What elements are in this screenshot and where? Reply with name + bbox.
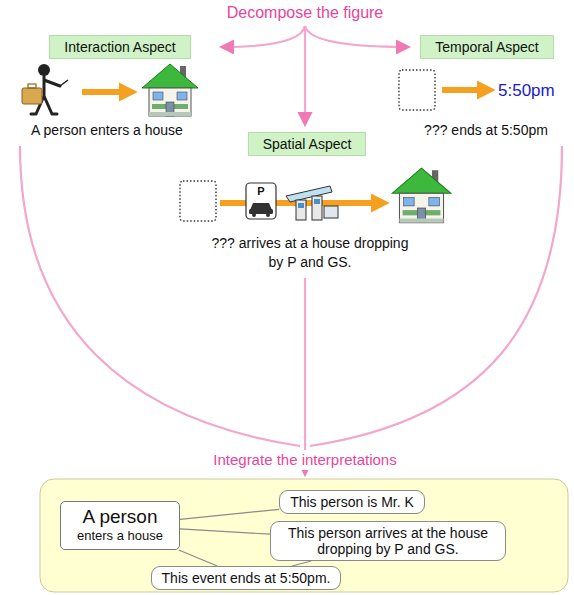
flow-arrow — [305, 26, 408, 47]
node-text: enters a house — [77, 528, 163, 543]
flow-arrow — [20, 146, 300, 446]
node-text: This event ends at 5:50pm. — [162, 570, 331, 586]
flow-arrow — [310, 146, 562, 446]
node-text: Temporal Aspect — [435, 39, 539, 55]
time-value: 5:50pm — [498, 80, 555, 103]
unknown-placeholder — [180, 181, 216, 221]
orange-arrow — [82, 89, 132, 95]
person-icon — [22, 64, 68, 114]
section-heading: Integrate the interpretations — [209, 450, 400, 470]
caption: A person enters a house — [31, 121, 183, 140]
callout-pointer — [180, 529, 270, 534]
flow-arrow — [304, 26, 306, 124]
node-text: This person arrives at the house droppin… — [281, 525, 495, 557]
caption: ??? arrives at a house dropping by P and… — [210, 234, 410, 272]
house-icon — [392, 168, 451, 223]
parking-letter: P — [257, 184, 264, 199]
aspect-label: Temporal Aspect — [420, 35, 554, 59]
callout-bubble: This person arrives at the house droppin… — [270, 521, 506, 561]
flow-arrow — [304, 278, 306, 474]
caption: ??? ends at 5:50pm — [424, 121, 548, 140]
decompose-arrows — [20, 26, 562, 474]
house-icon — [142, 64, 198, 116]
callout-bubble: This event ends at 5:50pm. — [151, 566, 342, 590]
title: Decompose the figure — [227, 4, 384, 22]
node-text: A person — [77, 506, 163, 528]
node-text: Spatial Aspect — [263, 136, 352, 152]
callout-pointer — [179, 550, 217, 566]
parking-icon — [246, 183, 276, 219]
gas-station-icon — [286, 186, 338, 220]
integration-panel — [40, 479, 568, 592]
aspect-label: Spatial Aspect — [248, 132, 367, 156]
aspect-label: Interaction Aspect — [49, 35, 190, 59]
event-box: A personenters a house — [60, 501, 180, 550]
callout-pointer — [180, 509, 279, 519]
unknown-placeholder — [399, 70, 435, 110]
orange-arrow — [442, 87, 490, 93]
callout-bubble: This person is Mr. K — [279, 490, 425, 514]
node-text: Interaction Aspect — [64, 39, 175, 55]
node-text: This person is Mr. K — [290, 494, 414, 510]
flow-arrow — [222, 26, 305, 47]
